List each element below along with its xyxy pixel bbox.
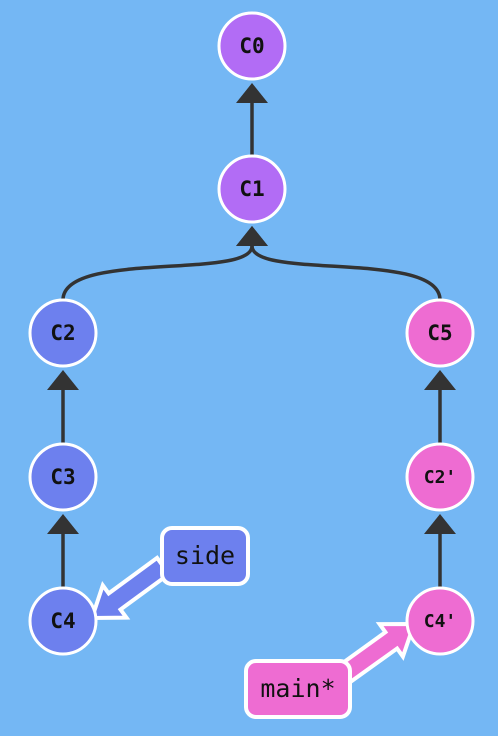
commit-node-C4p: C4' xyxy=(405,586,475,656)
commit-node-C2p: C2' xyxy=(405,442,475,512)
branch-label-box xyxy=(244,659,352,719)
commit-label: C1 xyxy=(239,177,264,201)
commit-node-C5: C5 xyxy=(405,298,475,368)
arrowhead-C2p-C5 xyxy=(424,370,456,390)
arrowhead-C3-C2 xyxy=(47,370,79,390)
commit-circle xyxy=(405,586,475,656)
commit-circle xyxy=(405,442,475,512)
branches-layer: side main* xyxy=(89,526,417,719)
commit-circle xyxy=(405,298,475,368)
commit-node-C4: C4 xyxy=(28,586,98,656)
branch-side: side xyxy=(89,526,250,621)
arrowhead-C4-C3 xyxy=(47,514,79,534)
commit-label: C5 xyxy=(427,321,452,345)
branch-arrow xyxy=(89,555,172,621)
commit-circle xyxy=(28,442,98,512)
commit-node-C0: C0 xyxy=(217,11,287,81)
commit-circle xyxy=(217,154,287,224)
commit-node-C2: C2 xyxy=(28,298,98,368)
edges-layer xyxy=(47,83,456,588)
arrowhead-C4p-C2p xyxy=(424,514,456,534)
commit-circle xyxy=(217,11,287,81)
commit-node-C3: C3 xyxy=(28,442,98,512)
branch-label-text: main* xyxy=(260,674,335,703)
commit-label: C4' xyxy=(424,611,457,632)
edge-C5-C1 xyxy=(250,245,442,301)
branch-main: main* xyxy=(244,621,417,719)
arrowhead-C1-C0 xyxy=(236,83,268,103)
branch-label-text: side xyxy=(175,541,235,570)
commit-label: C0 xyxy=(239,34,264,58)
commit-circle xyxy=(28,586,98,656)
commit-node-C1: C1 xyxy=(217,154,287,224)
commit-label: C3 xyxy=(50,465,75,489)
arrowhead-C5-C1 xyxy=(236,226,268,246)
branch-label-box xyxy=(160,526,250,586)
edge-C2-C1 xyxy=(61,245,254,301)
commit-label: C2 xyxy=(50,321,75,345)
commit-label: C4 xyxy=(50,609,75,633)
commit-label: C2' xyxy=(424,467,457,488)
commit-circle xyxy=(28,298,98,368)
